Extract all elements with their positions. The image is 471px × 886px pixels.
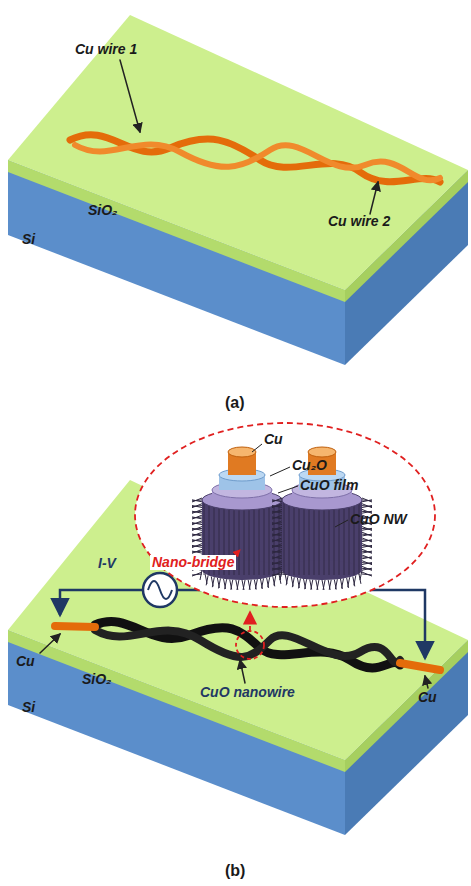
cuo-nanowires (40, 622, 440, 688)
part-label: CuO NW (350, 512, 407, 527)
part-label: CuO film (300, 478, 358, 493)
layer-label: SiO₂ (88, 203, 117, 218)
leader-lines (228, 444, 348, 562)
cu-wires (70, 60, 440, 214)
substrate-a (8, 15, 468, 365)
source-label: I-V (98, 556, 116, 571)
wire-label: Cu wire 2 (328, 214, 390, 229)
layer-label: Si (22, 700, 35, 715)
part-label: Cu₂O (292, 458, 327, 473)
layer-label: SiO₂ (82, 672, 111, 687)
zoom-callout (135, 423, 435, 659)
layer-label: Si (22, 232, 35, 247)
panel-label: (b) (225, 862, 245, 880)
electrode-label: Cu (16, 654, 35, 669)
wire-label: CuO nanowire (200, 685, 295, 700)
electrode-label: Cu (418, 690, 437, 705)
part-label: Cu (264, 432, 283, 447)
panel-label: (a) (225, 394, 245, 412)
callout-label: Nano-bridge (150, 555, 236, 570)
wire-label: Cu wire 1 (75, 42, 137, 57)
